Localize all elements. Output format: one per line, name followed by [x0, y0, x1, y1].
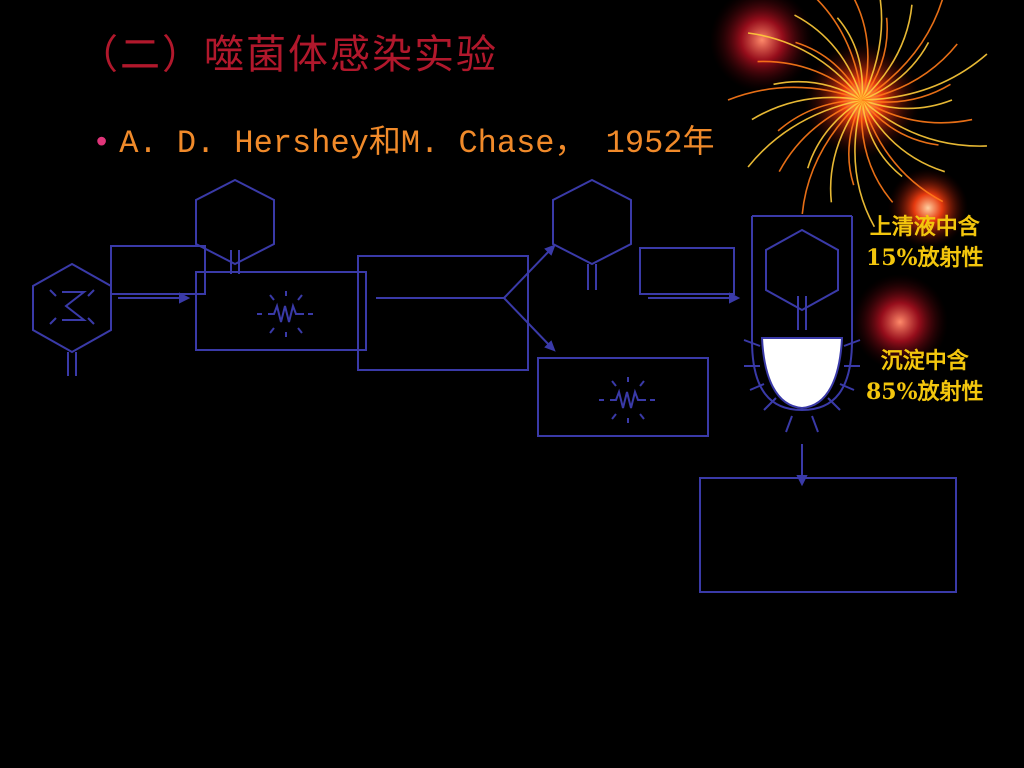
firework-ray: [757, 60, 863, 101]
firework-ray: [861, 99, 953, 110]
firework-glow: [888, 168, 968, 248]
firework-ray: [861, 99, 973, 124]
firework-ray: [853, 0, 869, 101]
firework-ray: [861, 99, 987, 147]
firework-ray: [727, 86, 863, 101]
firework-glow: [852, 274, 948, 370]
pellet: [760, 337, 844, 410]
firework-ray: [861, 17, 888, 101]
firework-ray: [747, 32, 863, 101]
bullet-marker: •: [92, 125, 112, 162]
phage-icon: [32, 262, 112, 354]
arrow: [503, 247, 553, 299]
firework-ray: [773, 80, 863, 101]
phage-coat-icon: [552, 178, 632, 266]
bullet-item: •A. D. Hershey和M. Chase， 1952年: [92, 116, 715, 162]
precipitate-note-line2: 85%放射性: [866, 378, 984, 405]
radiation-marks: [743, 339, 861, 433]
dna-squiggle-icon: [49, 289, 95, 325]
firework-ray: [861, 83, 951, 103]
firework-glow: [710, 0, 814, 92]
firework-ray: [795, 41, 863, 101]
firework-ray: [836, 17, 864, 101]
firework-ray: [861, 0, 944, 101]
arrow: [503, 297, 553, 349]
arrow-head: [729, 292, 741, 304]
supernatant-note-line1: 上清液中含: [869, 214, 980, 240]
firework-ray: [801, 99, 863, 215]
firework-ray: [848, 99, 863, 186]
supernatant-note-line2: 15%放射性: [866, 244, 984, 271]
firework-ray: [861, 53, 988, 101]
supernatant-note: 上清液中含 15%放射性: [866, 212, 984, 274]
arrow-head: [544, 244, 556, 256]
firework-ray: [829, 99, 863, 203]
arrow-head: [179, 292, 191, 304]
bacterium: [537, 357, 709, 437]
firework-ray: [777, 99, 863, 132]
arrow-head: [544, 340, 556, 352]
firework-ray: [794, 14, 863, 101]
firework-ray: [861, 4, 913, 101]
step-box: [357, 255, 529, 371]
firework-ray: [861, 99, 903, 178]
firework-ray: [747, 99, 863, 168]
firework-ray: [861, 99, 944, 203]
firework-rays: [727, 0, 988, 228]
firework-ray: [751, 96, 863, 121]
phage-coat-icon: [765, 228, 839, 312]
firework-ray: [861, 42, 930, 101]
firework-ray: [861, 99, 946, 173]
centrifuge-tube: [751, 216, 853, 412]
result-box: [699, 477, 957, 593]
firework-ray: [778, 99, 863, 173]
dna-burst-icon: [599, 377, 655, 423]
firework-ray: [861, 0, 883, 101]
firework-ray: [806, 99, 863, 169]
bacterium: [195, 271, 367, 351]
firework-ray: [816, 0, 863, 101]
precipitate-note: 沉淀中含 85%放射性: [866, 346, 984, 408]
firework-ray: [861, 43, 958, 101]
slide-title: （二）噬菌体感染实验: [78, 32, 498, 78]
label-box: [110, 245, 206, 295]
firework-ray: [854, 99, 876, 228]
precipitate-note-line1: 沉淀中含: [880, 348, 969, 374]
firework-ray: [861, 99, 939, 146]
dna-burst-icon: [257, 291, 313, 337]
label-box: [639, 247, 735, 295]
bullet-text: A. D. Hershey和M. Chase， 1952年: [119, 125, 715, 162]
firework-ray: [860, 99, 894, 203]
phage-icon: [195, 178, 275, 266]
